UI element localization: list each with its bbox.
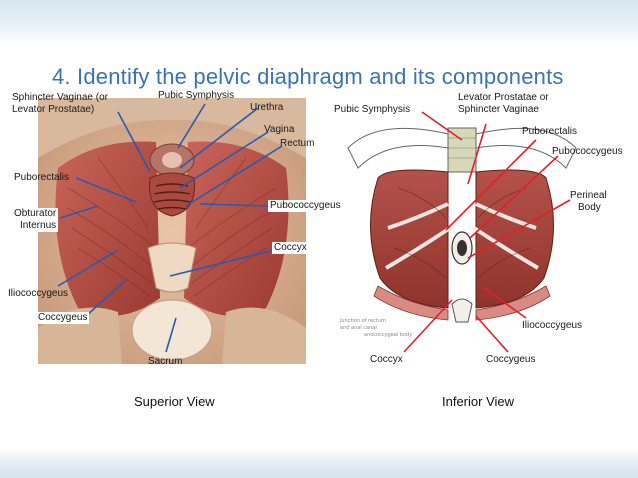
label-obturator-internus-2: Internus <box>18 220 59 232</box>
label-sacrum: Sacrum <box>148 356 183 367</box>
label-coccygeus-left: Coccygeus <box>36 312 90 324</box>
label-perineal-body-2: Body <box>578 202 601 213</box>
svg-text:junction of rectum: junction of rectum <box>339 318 386 324</box>
label-levator-prostatae-2: Sphincter Vaginae <box>458 104 539 115</box>
label-urethra: Urethra <box>250 102 284 113</box>
label-pubococcygeus-left: Pubococcygeus <box>268 200 343 212</box>
superior-view-caption: Superior View <box>134 394 215 409</box>
label-coccyx-left: Coccyx <box>272 242 309 254</box>
label-levator-prostatae-1: Levator Prostatae or <box>458 92 549 103</box>
label-obturator-internus-1: Obturator <box>12 208 59 220</box>
label-puborectalis-left: Puborectalis <box>14 172 70 183</box>
svg-text:anococcygeal body: anococcygeal body <box>364 332 412 338</box>
bottom-gradient-band <box>0 448 638 478</box>
slide-title: 4. Identify the pelvic diaphragm and its… <box>52 64 564 89</box>
label-perineal-body-1: Perineal <box>570 190 607 201</box>
label-vagina: Vagina <box>264 124 295 135</box>
label-pubic-symphysis-right: Pubic Symphysis <box>334 104 411 115</box>
label-iliococcygeus-left: Iliococcygeus <box>8 288 69 299</box>
label-puborectalis-right: Puborectalis <box>522 126 578 137</box>
top-gradient-band <box>0 0 638 46</box>
label-rectum: Rectum <box>280 138 315 149</box>
inferior-view-caption: Inferior View <box>442 394 515 409</box>
svg-text:and anal canal: and anal canal <box>340 325 377 331</box>
label-coccyx-right: Coccyx <box>370 354 403 365</box>
label-sphincter-vaginae: Sphincter Vaginae (or <box>12 92 108 103</box>
label-pubococcygeus-right: Pubococcygeus <box>552 146 623 157</box>
label-levator-prostatae: Levator Prostatae) <box>12 104 95 115</box>
label-coccygeus-right: Coccygeus <box>486 354 536 365</box>
label-iliococcygeus-right: Iliococcygeus <box>522 320 583 331</box>
label-pubic-symphysis-left: Pubic Symphysis <box>158 90 235 101</box>
